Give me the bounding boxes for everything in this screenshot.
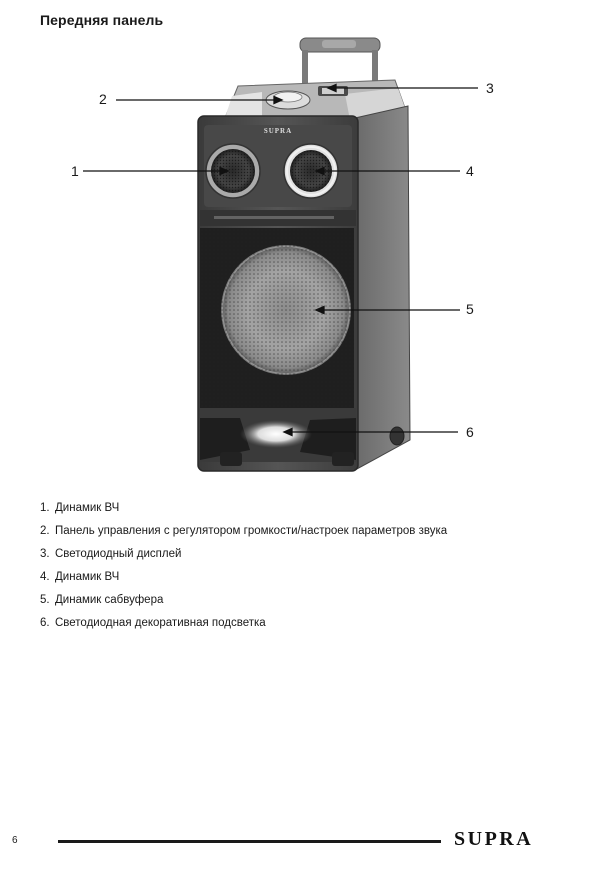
callout-2: 2 — [99, 91, 107, 107]
woofer-grille — [200, 228, 354, 408]
legend-item: 6.Светодиодная декоративная подсветка — [40, 617, 266, 629]
callout-3: 3 — [486, 80, 494, 96]
speaker-side-panel — [354, 105, 411, 471]
parts-legend: 1.Динамик ВЧ 2.Панель управления с регул… — [40, 497, 447, 635]
callout-5: 5 — [466, 301, 474, 317]
legend-item: 4.Динамик ВЧ — [40, 571, 120, 583]
top-control-panel — [224, 79, 406, 123]
legend-item: 2.Панель управления с регулятором громко… — [40, 525, 448, 537]
page-title: Передняя панель — [40, 12, 164, 28]
page-number: 6 — [12, 835, 18, 846]
callout-1: 1 — [71, 163, 79, 179]
telescopic-handle — [299, 37, 381, 100]
callout-6: 6 — [466, 424, 474, 440]
tweeter-left — [205, 143, 261, 199]
legend-item: 1.Динамик ВЧ — [40, 502, 120, 514]
legend-item: 3.Светодиодный дисплей — [40, 548, 182, 560]
footer-rule — [58, 840, 441, 843]
speaker-illustration: SUPRA — [83, 37, 478, 472]
legend-item: 5.Динамик сабвуфера — [40, 594, 164, 606]
callout-lines — [83, 83, 478, 437]
speaker-bottom — [200, 408, 405, 466]
brand-logo: SUPRA — [454, 828, 534, 850]
speaker-brand-badge: SUPRA — [264, 127, 292, 135]
callout-4: 4 — [466, 163, 474, 179]
speaker-front-panel-figure: SUPRA — [71, 37, 494, 472]
